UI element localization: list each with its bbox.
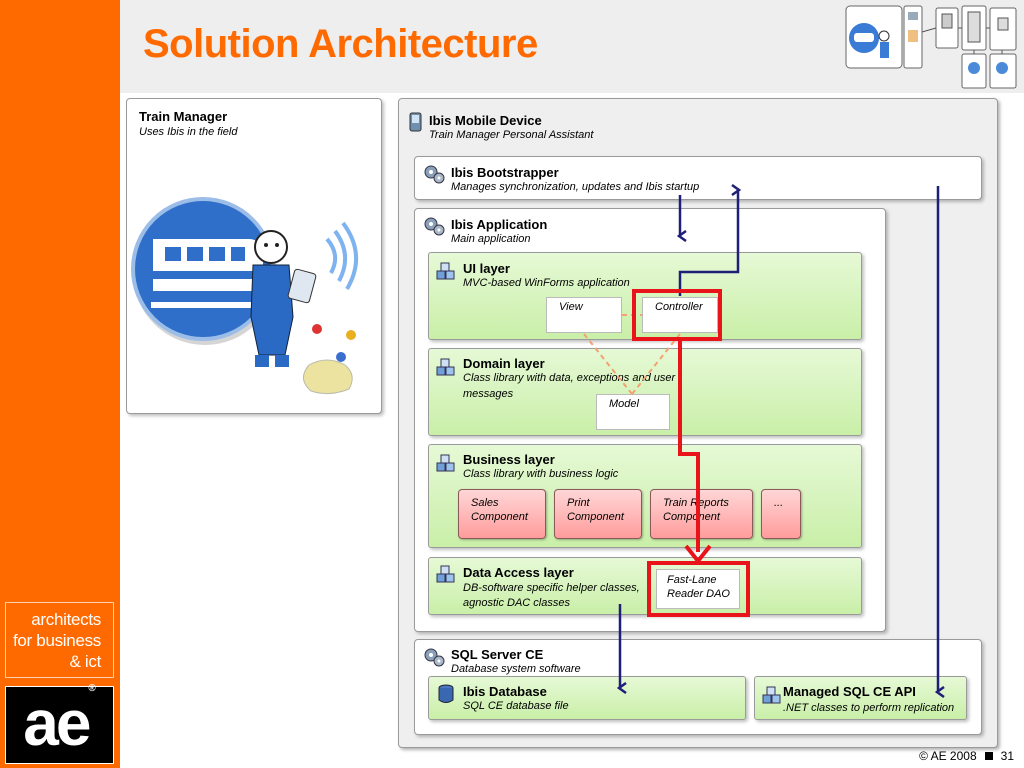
ui-layer-subtitle: MVC-based WinForms application bbox=[463, 277, 630, 289]
controller-label: Controller bbox=[655, 301, 703, 313]
component-label-line-2: Component bbox=[471, 511, 528, 523]
more-components-box: ... bbox=[761, 489, 801, 539]
component-blocks-icon bbox=[436, 358, 455, 376]
mobile-device-icon bbox=[409, 112, 422, 132]
copyright-text: © AE 2008 bbox=[919, 749, 977, 763]
ibis-database-subtitle: SQL CE database file bbox=[463, 700, 569, 712]
slide-footer: © AE 2008 31 bbox=[919, 749, 1014, 763]
gears-icon bbox=[424, 165, 445, 184]
model-box: Model bbox=[596, 394, 670, 430]
tagline-line-1: architects bbox=[31, 610, 101, 629]
controller-box: Controller bbox=[642, 297, 718, 333]
registered-mark-icon: ® bbox=[88, 683, 96, 694]
database-icon bbox=[438, 684, 454, 703]
component-blocks-icon bbox=[436, 565, 455, 583]
component-blocks-icon bbox=[762, 686, 781, 704]
ae-logo: ae® bbox=[5, 683, 114, 764]
ae-logo-text: ae bbox=[23, 687, 91, 759]
business-layer-subtitle: Class library with business logic bbox=[463, 468, 619, 480]
brand-tagline: architects for business & ict bbox=[5, 602, 114, 678]
data-access-layer-subtitle-line-1: DB-software specific helper classes, bbox=[463, 582, 640, 594]
fast-lane-reader-dao-box: Fast-Lane Reader DAO bbox=[656, 569, 740, 609]
application-subtitle: Main application bbox=[451, 233, 531, 245]
domain-layer-subtitle-line-1: Class library with data, exceptions and … bbox=[463, 372, 676, 384]
business-layer-title: Business layer bbox=[463, 452, 555, 467]
component-label-line-2: Component bbox=[567, 511, 624, 523]
page-number: 31 bbox=[1000, 749, 1014, 763]
dao-label-line-2: Reader DAO bbox=[667, 588, 730, 600]
model-label: Model bbox=[609, 398, 639, 410]
ui-layer-title: UI layer bbox=[463, 261, 510, 276]
component-blocks-icon bbox=[436, 454, 455, 472]
train-manager-subtitle: Uses Ibis in the field bbox=[139, 126, 238, 138]
component-label-line-1: Print bbox=[567, 497, 590, 509]
ibis-database-title: Ibis Database bbox=[463, 684, 547, 699]
component-label-line-1: Train Reports bbox=[663, 497, 729, 509]
bootstrapper-panel: Ibis Bootstrapper Manages synchronizatio… bbox=[414, 156, 982, 200]
train-reports-component-box: Train Reports Component bbox=[650, 489, 753, 539]
domain-layer-title: Domain layer bbox=[463, 356, 545, 371]
managed-sql-ce-api-title: Managed SQL CE API bbox=[783, 684, 916, 699]
dao-label-line-1: Fast-Lane bbox=[667, 574, 717, 586]
managed-sql-ce-api-panel: Managed SQL CE API .NET classes to perfo… bbox=[754, 676, 967, 720]
component-label-line-1: ... bbox=[774, 497, 784, 509]
sales-component-box: Sales Component bbox=[458, 489, 546, 539]
page-title: Solution Architecture bbox=[143, 22, 538, 66]
component-label-line-1: Sales bbox=[471, 497, 499, 509]
sql-server-title: SQL Server CE bbox=[451, 647, 544, 662]
view-label: View bbox=[559, 301, 583, 313]
train-manager-title: Train Manager bbox=[139, 109, 228, 124]
tagline-line-3: & ict bbox=[69, 652, 101, 671]
mobile-device-title: Ibis Mobile Device bbox=[429, 113, 542, 128]
component-label-line-2: Component bbox=[663, 511, 720, 523]
architecture-thumbnail-icon bbox=[845, 5, 1017, 89]
view-box: View bbox=[546, 297, 622, 333]
train-manager-illustration-icon bbox=[131, 197, 359, 395]
print-component-box: Print Component bbox=[554, 489, 642, 539]
bootstrapper-title: Ibis Bootstrapper bbox=[451, 165, 559, 180]
managed-sql-ce-api-subtitle: .NET classes to perform replication bbox=[783, 702, 955, 714]
mobile-device-subtitle: Train Manager Personal Assistant bbox=[429, 129, 594, 141]
square-bullet-icon bbox=[984, 752, 993, 760]
gears-icon bbox=[424, 648, 445, 667]
train-manager-panel: Train Manager Uses Ibis in the field bbox=[126, 98, 382, 414]
data-access-layer-panel: Data Access layer DB-software specific h… bbox=[428, 557, 862, 615]
domain-layer-subtitle-line-2: messages bbox=[463, 388, 514, 400]
bootstrapper-subtitle: Manages synchronization, updates and Ibi… bbox=[451, 181, 700, 193]
ibis-database-panel: Ibis Database SQL CE database file bbox=[428, 676, 746, 720]
data-access-layer-title: Data Access layer bbox=[463, 565, 574, 580]
brand-sidebar bbox=[0, 0, 120, 768]
application-title: Ibis Application bbox=[451, 217, 548, 232]
gears-icon bbox=[424, 217, 445, 236]
sql-server-subtitle: Database system software bbox=[451, 663, 581, 675]
data-access-layer-subtitle-line-2: agnostic DAC classes bbox=[463, 597, 570, 609]
component-blocks-icon bbox=[436, 262, 455, 280]
tagline-line-2: for business bbox=[12, 631, 101, 650]
